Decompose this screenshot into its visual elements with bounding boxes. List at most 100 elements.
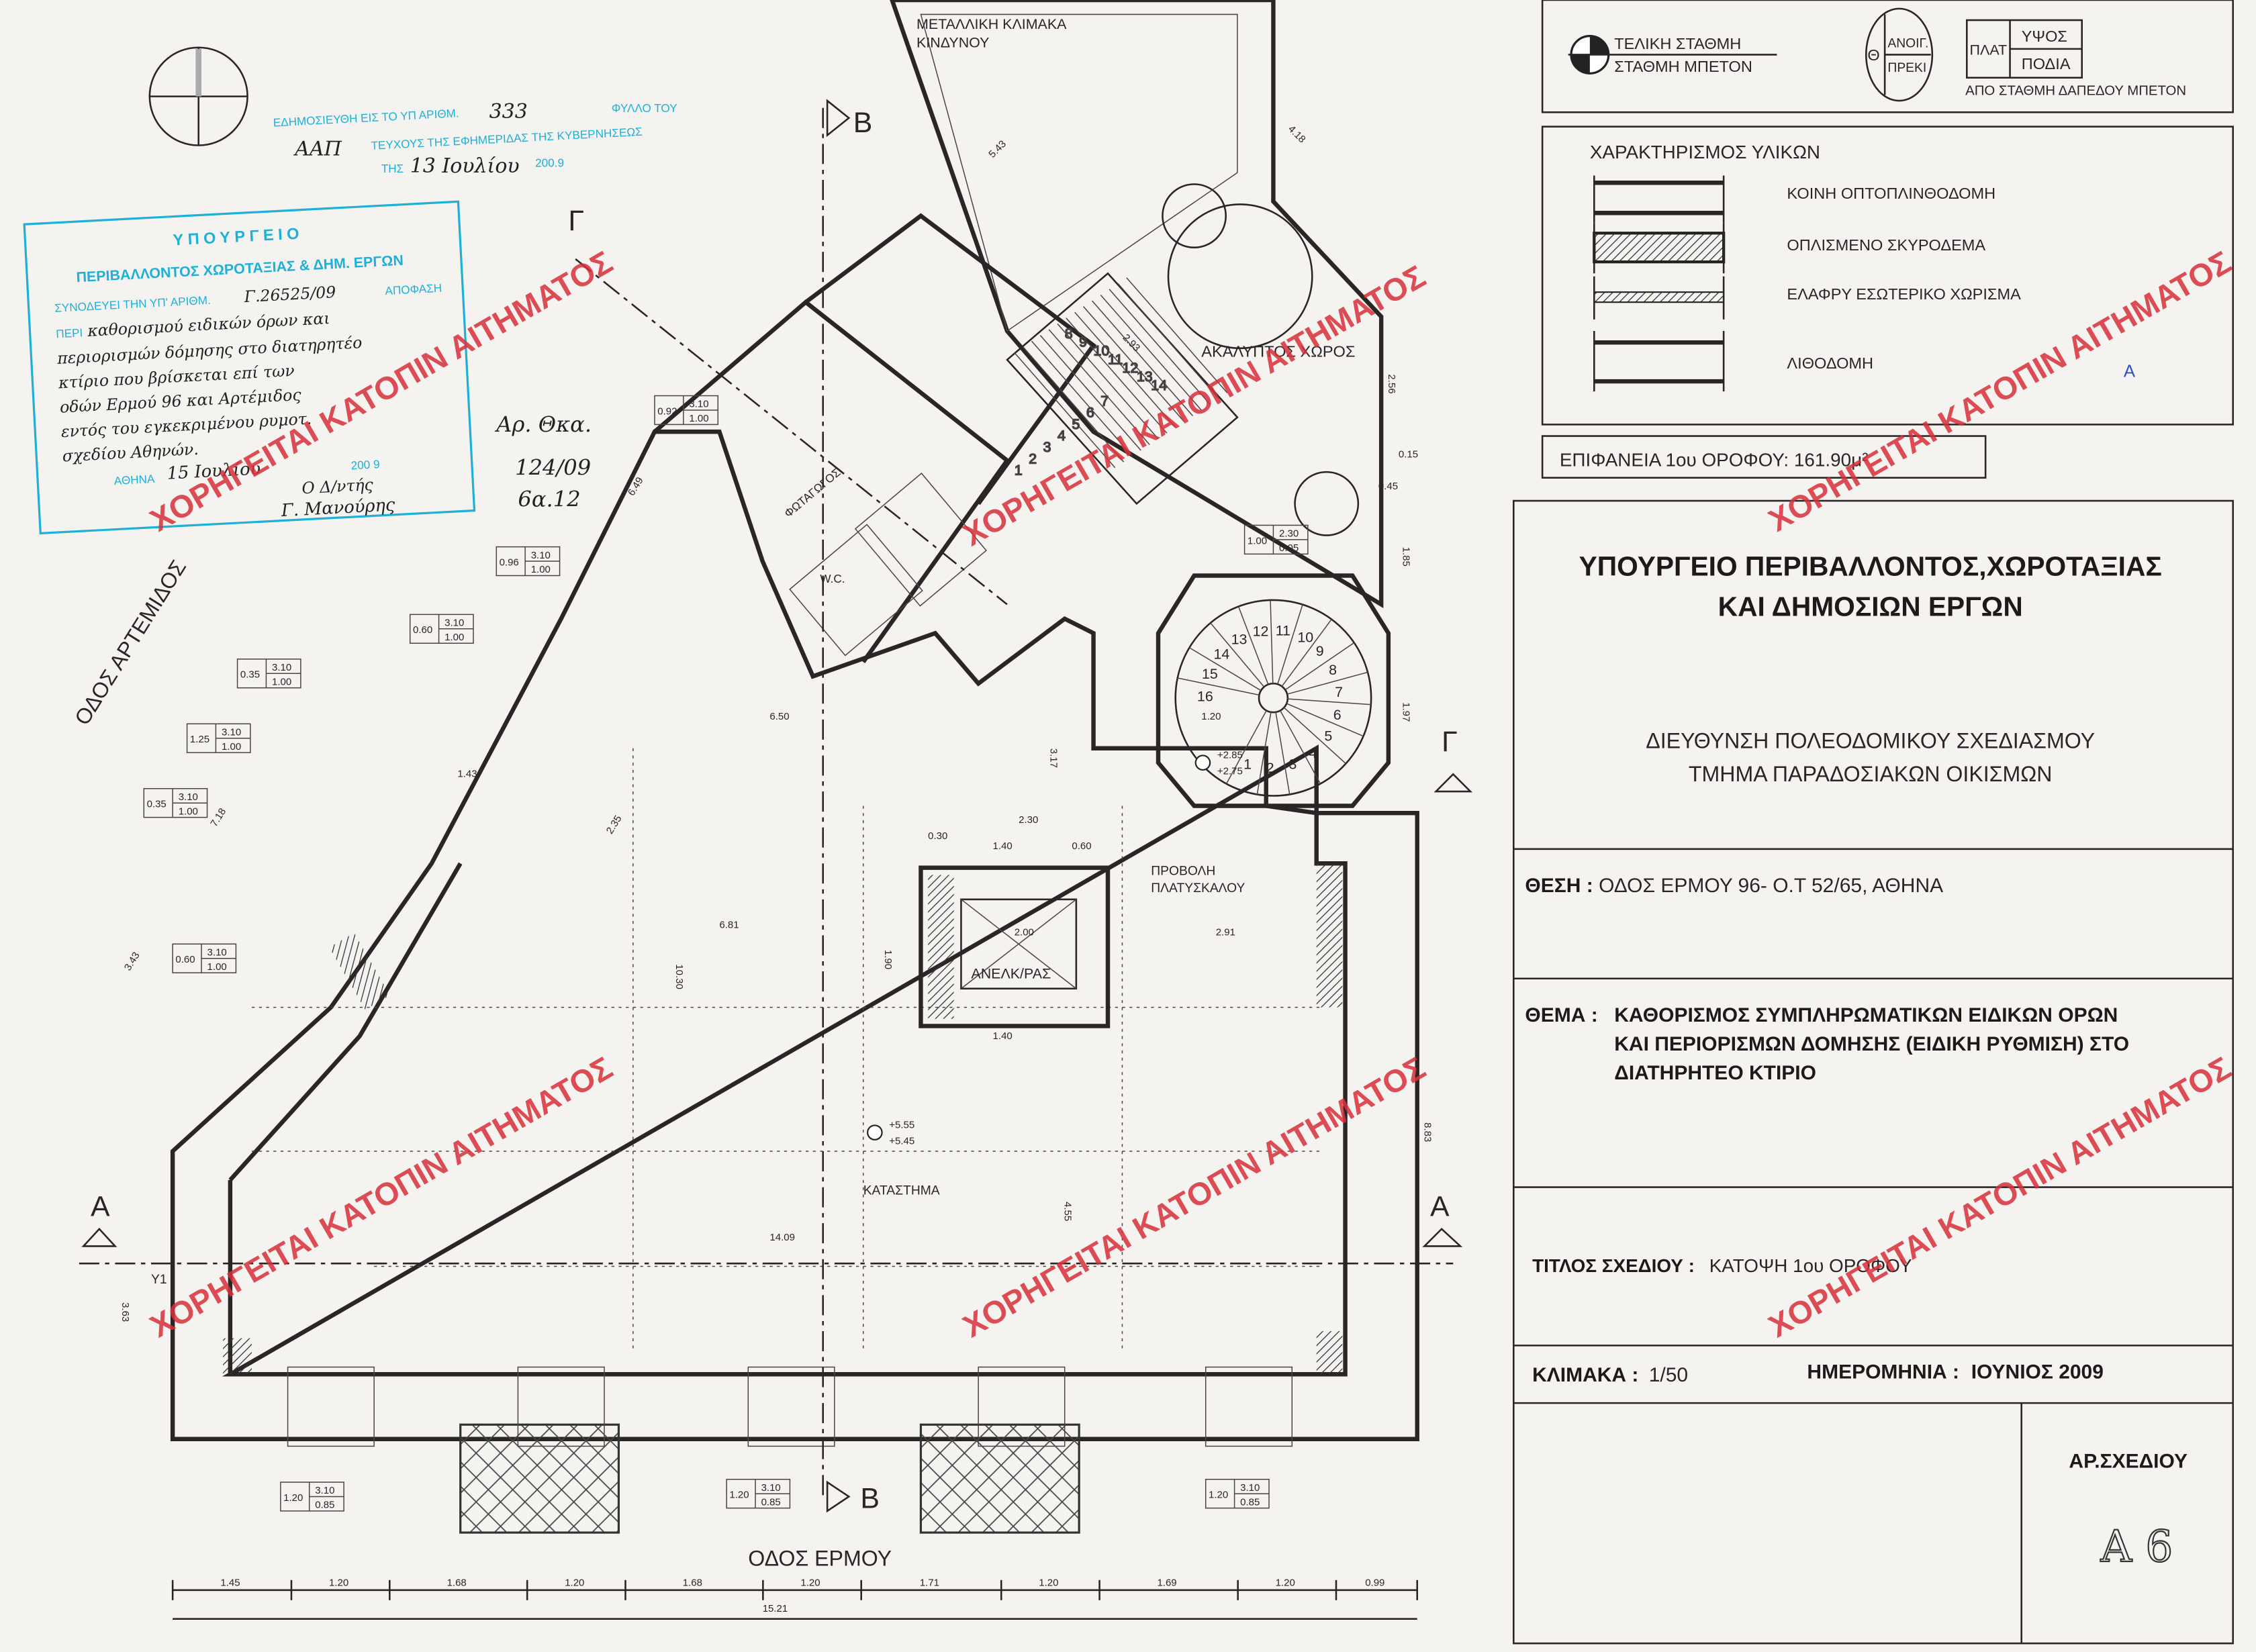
stair-tread xyxy=(1286,703,1364,737)
stair-tread xyxy=(1286,671,1368,695)
stamp-text: ΤΗΣ xyxy=(381,162,404,175)
opening-sill: 0.85 xyxy=(315,1500,334,1511)
level-value: +5.55 xyxy=(889,1120,914,1131)
opening-width: 0.35 xyxy=(147,799,167,810)
opening-label: ΑΝΟΙΓ. xyxy=(1887,37,1928,51)
stamp-text: ΤΕΥΧΟΥΣ ΤΗΣ ΕΦΗΜΕΡΙΔΑΣ ΤΗΣ ΚΥΒΕΡΝΗΣΕΩΣ xyxy=(371,125,643,152)
stair-tread xyxy=(1117,283,1219,399)
balcony xyxy=(459,1423,620,1534)
opening-width: 1.20 xyxy=(283,1492,303,1504)
watermark-text: ΧΟΡΗΓΕΙΤΑΙ ΚΑΤΟΠΙΝ ΑΙΤΗΜΑΤΟΣ xyxy=(144,1050,618,1345)
dimension-label: 6.49 xyxy=(626,475,646,498)
drawing-title-label: ΤΙΤΛΟΣ ΣΧΕΔΙΟΥ : xyxy=(1532,1255,1695,1276)
opening-width: 1.25 xyxy=(190,734,209,745)
stair-tread xyxy=(1014,352,1116,469)
opening-height: 3.10 xyxy=(1240,1482,1260,1494)
tree-icon xyxy=(1294,471,1360,536)
opening-height: 3.10 xyxy=(315,1485,334,1496)
dimension-label: 0.30 xyxy=(928,830,947,842)
stair-tread xyxy=(1225,710,1267,784)
step-number: 16 xyxy=(1197,688,1213,704)
step-number: 12 xyxy=(1122,360,1138,376)
opening-sill: 1.00 xyxy=(179,806,198,817)
height-label: ΥΨΟΣ xyxy=(2022,28,2067,45)
publication-stamp: ΕΔΗΜΟΣΙΕΥΘΗ ΕΙΣ ΤΟ ΥΠ ΑΡΙΘΜ. 333 ΦΥΛΛΟ Τ… xyxy=(273,100,677,178)
width-label: ΠΛΑΤ xyxy=(1970,42,2008,58)
stamp-text: ΕΔΗΜΟΣΙΕΥΘΗ ΕΙΣ ΤΟ ΥΠ ΑΡΙΘΜ. xyxy=(273,106,459,129)
watermark-text: ΧΟΡΗΓΕΙΤΑΙ ΚΑΤΟΠΙΝ ΑΙΤΗΜΑΤΟΣ xyxy=(957,1050,1431,1345)
opening-sill: 0.85 xyxy=(761,1496,781,1508)
opening-tag: 0.603.101.00 xyxy=(409,614,474,644)
stair-tread xyxy=(1281,619,1332,687)
department: ΤΜΗΜΑ ΠΑΡΑΔΟΣΙΑΚΩΝ ΟΙΚΙΣΜΩΝ xyxy=(1689,762,2053,786)
dimension-label: 10.30 xyxy=(673,964,685,989)
dimension-label: 6.81 xyxy=(719,920,739,931)
section-marker-b: Β xyxy=(853,107,873,139)
dimension-label: 1.69 xyxy=(1157,1577,1176,1588)
tree-icon xyxy=(1167,203,1313,350)
dimension-label: 2.00 xyxy=(1015,926,1034,938)
opening-height: 3.10 xyxy=(272,662,291,673)
date-value: ΙΟΥΝΙΟΣ 2009 xyxy=(1971,1361,2104,1383)
room-label-wc: W.C. xyxy=(820,572,845,585)
scale-label: ΚΛΙΜΑΚΑ : xyxy=(1532,1364,1638,1386)
note-line: 6α.12 xyxy=(518,487,580,512)
step-number: 7 xyxy=(1335,684,1343,700)
stair-tread xyxy=(1100,294,1202,411)
date-label: ΗΜΕΡΟΜΗΝΙΑ : xyxy=(1807,1361,1959,1383)
dimension-label: 1.97 xyxy=(1400,702,1411,722)
dimension-label: 1.20 xyxy=(1276,1577,1295,1588)
level-value: +2.85 xyxy=(1217,750,1243,761)
ministry-name-2: ΚΑΙ ΔΗΜΟΣΙΩΝ ΕΡΓΩΝ xyxy=(1718,591,2023,622)
opening-width: 0.60 xyxy=(175,954,195,965)
opening-tag: 0.603.101.00 xyxy=(172,943,237,973)
stamp-decision-number: Γ.26525/09 xyxy=(243,283,336,306)
opening-width: 1.00 xyxy=(1248,535,1267,546)
balcony xyxy=(919,1423,1080,1534)
subject-line: ΔΙΑΤΗΡΗΤΕΟ ΚΤΙΡΙΟ xyxy=(1614,1062,1816,1084)
svg-text:ΘΕΣΗ : ΟΔΟΣ ΕΡΜΟΥ 96- Ο.Τ 52/6: ΘΕΣΗ : ΟΔΟΣ ΕΡΜΟΥ 96- Ο.Τ 52/65, ΑΘΗΝΑ xyxy=(1525,875,1943,897)
stamp-text: 200 9 xyxy=(350,457,380,472)
dimension-label: 2.56 xyxy=(1386,374,1397,393)
dimension-label: 6.50 xyxy=(769,711,789,722)
stair-tread xyxy=(1177,677,1260,696)
opening-height: 3.10 xyxy=(689,399,708,410)
dimension-label: 14.09 xyxy=(769,1232,795,1243)
opening-height: 2.30 xyxy=(1279,528,1299,540)
stair-tread xyxy=(1270,599,1274,684)
stair-tread xyxy=(1039,334,1141,451)
step-number: 4 xyxy=(1058,428,1066,444)
opening-sill: 1.00 xyxy=(222,741,241,752)
street-label-artemidos: ΟΔΟΣ ΑΡΤΕΜΙΔΟΣ xyxy=(70,556,191,730)
step-number: 15 xyxy=(1202,666,1218,682)
room-label-open-space: ΑΚΑΛΥΠΤΟΣ ΧΩΡΟΣ xyxy=(1201,343,1355,360)
level-value: +5.45 xyxy=(889,1135,914,1147)
dimension-label: 2.35 xyxy=(604,814,624,836)
handwritten-mark: A xyxy=(2124,362,2136,381)
dimension-label: 1.85 xyxy=(1400,547,1411,567)
dimension-label: 0.60 xyxy=(1072,840,1091,852)
elevator-shaft xyxy=(919,865,1111,1028)
stair-tread xyxy=(1057,323,1159,440)
directorate: ΔΙΕΥΘΥΝΣΗ ΠΟΛΕΟΔΟΜΙΚΟΥ ΣΧΕΔΙΑΣΜΟΥ xyxy=(1646,729,2095,753)
step-number: 12 xyxy=(1253,623,1269,639)
stamp-signer: Ο Δ/ντής xyxy=(301,475,375,498)
material-partition-swatch xyxy=(1593,276,1725,320)
stamp-handwritten-date: 13 Ιουλίου xyxy=(410,154,520,178)
north-arrow xyxy=(148,46,248,146)
step-number: 2 xyxy=(1266,760,1274,776)
step-number: 7 xyxy=(1100,393,1109,409)
stair-tread xyxy=(1066,318,1168,434)
point-label: Υ1 xyxy=(151,1273,167,1287)
opening-width: 1.20 xyxy=(729,1490,749,1501)
stair-tread xyxy=(1280,710,1321,784)
stair-tread xyxy=(1256,712,1272,795)
room-label-landing: ΠΡΟΒΟΛΗ xyxy=(1151,864,1215,878)
step-number: 11 xyxy=(1108,351,1123,367)
dimension-label: 1.90 xyxy=(882,950,894,969)
opening-tag: 1.203.100.85 xyxy=(726,1479,791,1509)
stair-tread xyxy=(1284,642,1355,691)
section-marker-g: Γ xyxy=(568,205,584,237)
